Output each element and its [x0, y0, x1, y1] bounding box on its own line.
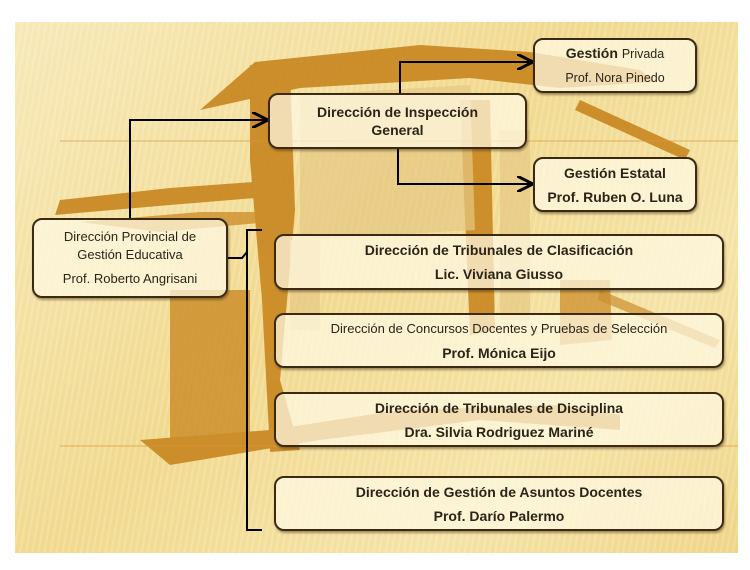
node-person: Prof. Ruben O. Luna: [547, 188, 683, 205]
node-title: Gestión Educativa: [77, 247, 183, 262]
bracket-direcciones: [246, 229, 262, 531]
node-inspeccion-general: Dirección de Inspección General: [268, 93, 527, 149]
connector-inspeccion-estatal: [397, 149, 531, 184]
node-title: General: [371, 122, 424, 138]
node-title: Gestión Privada: [565, 45, 665, 61]
node-title: Gestión Estatal: [564, 164, 666, 181]
node-gestion-estatal: Gestión Estatal Prof. Ruben O. Luna: [533, 157, 697, 212]
node-person: Prof. Darío Palermo: [433, 507, 565, 524]
node-tribunales-disciplina: Dirección de Tribunales de Disciplina Dr…: [274, 392, 724, 447]
connector-provincial-inspeccion: [129, 120, 266, 218]
node-asuntos-docentes: Dirección de Gestión de Asuntos Docentes…: [274, 476, 724, 531]
node-person: Prof. Mónica Eijo: [442, 344, 556, 361]
node-title: Dirección de Tribunales de Disciplina: [374, 399, 624, 416]
node-direccion-provincial: Dirección Provincial de Gestión Educativ…: [32, 218, 228, 298]
node-title: Dirección de Concursos Docentes y Prueba…: [330, 320, 668, 336]
node-gestion-privada: Gestión Privada Prof. Nora Pinedo: [533, 38, 697, 93]
node-concursos-docentes: Dirección de Concursos Docentes y Prueba…: [274, 313, 724, 368]
connector-provincial-bracket: [228, 251, 248, 259]
node-title: Dirección de Inspección: [316, 104, 479, 120]
node-person: Prof. Nora Pinedo: [565, 71, 665, 85]
connector-inspeccion-privada: [399, 62, 531, 93]
node-tribunales-clasificacion: Dirección de Tribunales de Clasificación…: [274, 234, 724, 290]
node-title: Dirección de Gestión de Asuntos Docentes: [355, 483, 643, 500]
node-title: Dirección de Tribunales de Clasificación: [364, 242, 634, 258]
node-person: Prof. Roberto Angrisani: [62, 271, 198, 286]
node-title: Dirección Provincial de: [63, 229, 197, 244]
node-person: Lic. Viviana Giusso: [434, 266, 564, 282]
node-person: Dra. Silvia Rodriguez Mariné: [404, 423, 594, 440]
